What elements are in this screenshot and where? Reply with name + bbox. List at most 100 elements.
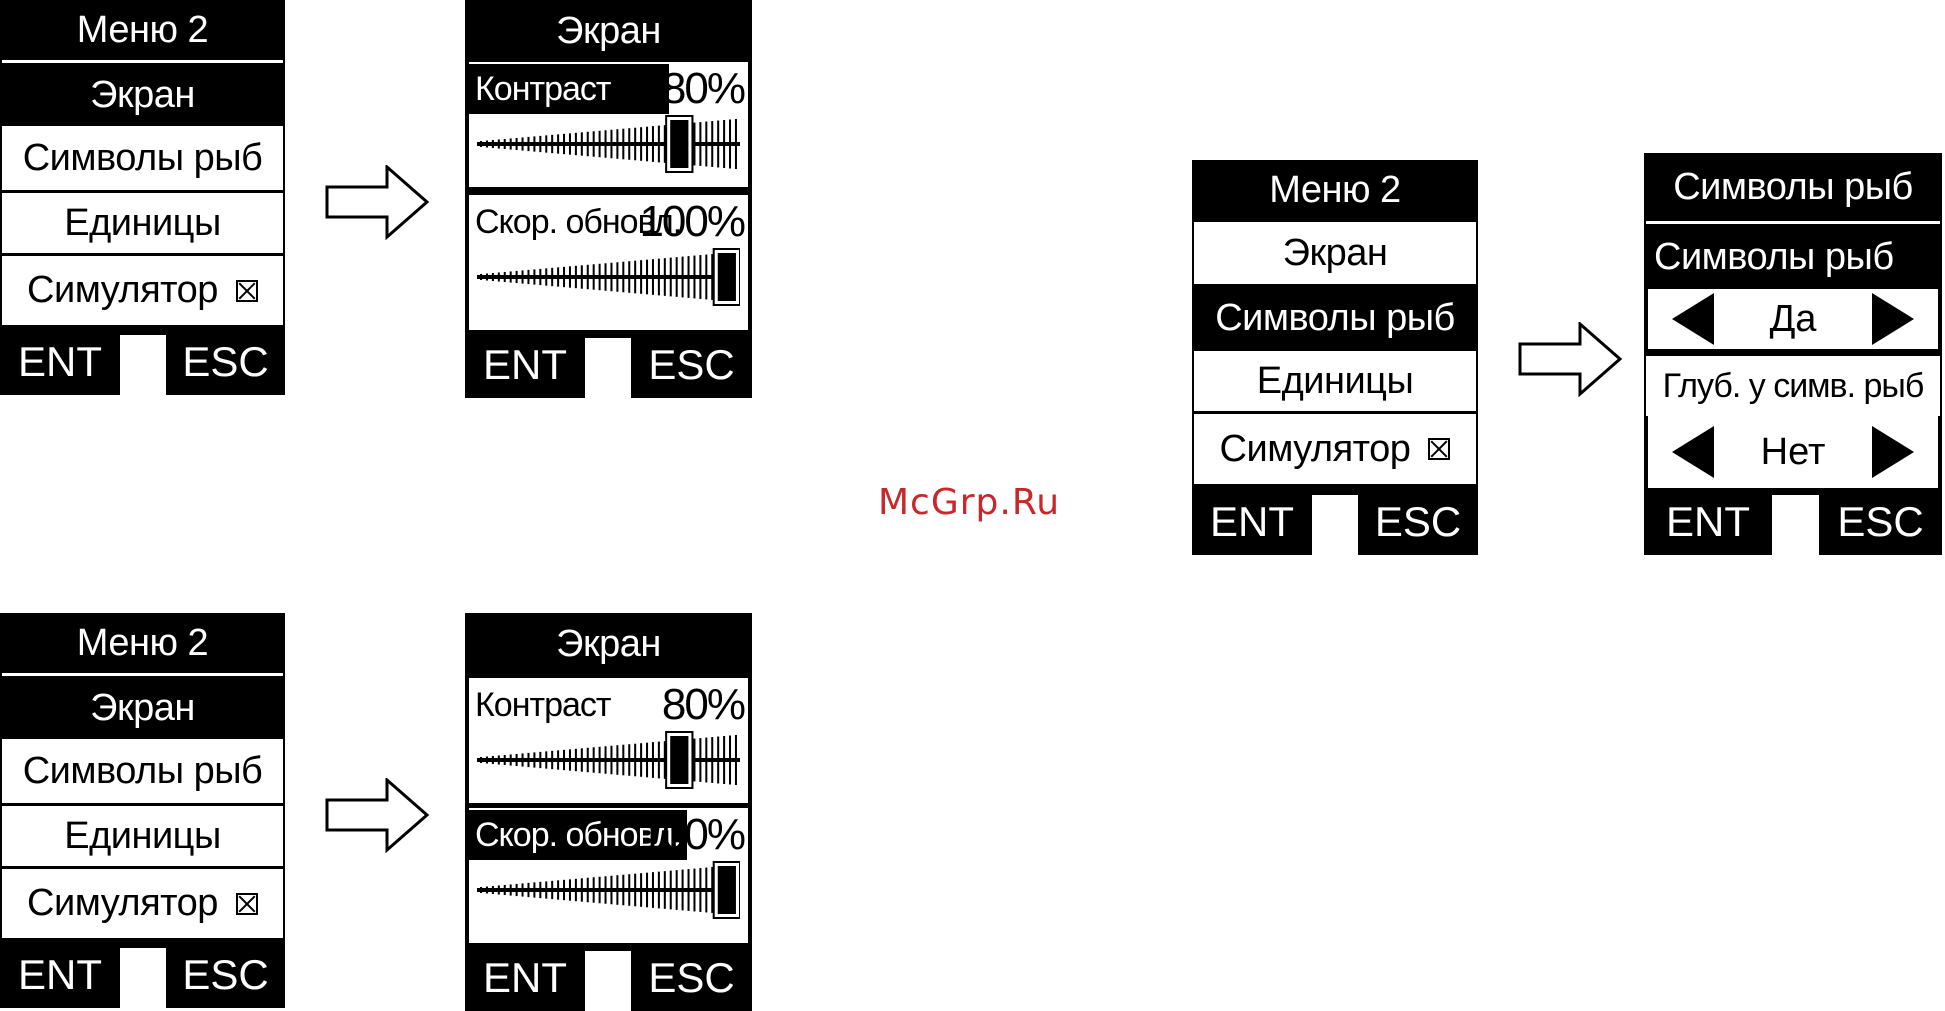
slider-tick <box>485 756 488 764</box>
slider-tick <box>580 878 583 902</box>
arrow-left-icon[interactable] <box>1672 426 1714 478</box>
menu-title: Меню 2 <box>2 0 283 60</box>
slider-tick <box>616 262 619 292</box>
slider-tick <box>604 263 607 291</box>
slider-line <box>477 758 740 762</box>
enter-softkey[interactable]: ENT <box>1644 489 1772 555</box>
slider-tick <box>551 267 554 287</box>
enter-softkey[interactable]: ENT <box>1192 489 1312 555</box>
slider-tick <box>699 738 702 782</box>
menu-item-units[interactable]: Единицы <box>2 806 283 866</box>
slider-tick <box>580 748 583 772</box>
menu-item-fish-symbols[interactable]: Символы рыб <box>1194 286 1476 350</box>
escape-softkey[interactable]: ESC <box>631 332 752 398</box>
slider-tick <box>533 136 536 152</box>
menu-item-screen[interactable]: Экран <box>2 677 283 739</box>
slider-tick <box>557 750 560 770</box>
menu-item-simulator[interactable]: Симулятор <box>2 869 283 938</box>
depth-by-fish-value: Нет <box>1760 430 1826 473</box>
escape-softkey[interactable]: ESC <box>1358 489 1478 555</box>
slider-tick <box>485 273 488 281</box>
slider-tick <box>592 877 595 903</box>
slider-tick <box>521 137 524 151</box>
title-divider <box>2 60 283 63</box>
slider-tick <box>610 129 613 159</box>
slider-tick <box>699 255 702 299</box>
enter-softkey[interactable]: ENT <box>0 942 120 1008</box>
arrow-left-icon[interactable] <box>1672 293 1714 345</box>
enter-softkey[interactable]: ENT <box>465 332 585 398</box>
slider-tick <box>693 122 696 166</box>
slider-track-icon <box>477 115 740 173</box>
slider-handle-core <box>717 866 736 914</box>
slider-tick <box>687 256 690 298</box>
screen-title: Экран <box>467 613 750 675</box>
menu-item-screen[interactable]: Экран <box>2 64 283 126</box>
slider-tick <box>592 264 595 290</box>
arrow-right-icon[interactable] <box>1872 426 1914 478</box>
softkey-bar: ENT ESC <box>1644 489 1942 555</box>
checkbox-checked-icon[interactable] <box>235 892 258 915</box>
arrow-right-icon[interactable] <box>1872 293 1914 345</box>
slider-tick <box>515 270 518 284</box>
slider-line <box>477 888 740 892</box>
contrast-value: 80% <box>661 64 746 113</box>
flow-arrow-icon <box>325 778 430 853</box>
slider-tick <box>634 127 637 161</box>
title-divider <box>1646 221 1940 224</box>
slider-tick <box>527 752 530 768</box>
slider-tick <box>598 263 601 291</box>
contrast-slider[interactable] <box>477 730 740 790</box>
slider-tick <box>628 874 631 906</box>
slider-tick <box>539 268 542 286</box>
fish-symbols-choice[interactable]: Да <box>1648 289 1938 349</box>
contrast-value: 80% <box>661 680 746 729</box>
slider-tick <box>675 257 678 297</box>
slider-tick <box>711 737 714 783</box>
slider-tick <box>545 268 548 286</box>
menu-item-simulator[interactable]: Симулятор <box>1194 414 1476 484</box>
escape-softkey[interactable]: ESC <box>166 942 285 1008</box>
escape-softkey[interactable]: ESC <box>631 945 752 1011</box>
contrast-slider[interactable] <box>477 114 740 174</box>
refresh-panel[interactable]: Скор. обновл. 100% <box>469 195 748 330</box>
escape-softkey[interactable]: ESC <box>166 329 285 395</box>
slider-tick <box>509 271 512 283</box>
checkbox-checked-icon[interactable] <box>235 279 258 302</box>
menu-item-units[interactable]: Единицы <box>1194 351 1476 411</box>
flow-arrow-icon <box>1518 322 1623 397</box>
slider-tick <box>657 125 660 163</box>
refresh-panel[interactable]: Скор. обновл. 100% <box>469 808 748 943</box>
fish-symbols-option-label: Символы рыб <box>1646 227 1940 287</box>
menu-item-units[interactable]: Единицы <box>2 193 283 253</box>
slider-tick <box>491 885 494 895</box>
enter-softkey[interactable]: ENT <box>465 945 585 1011</box>
menu-item-simulator[interactable]: Симулятор <box>2 256 283 325</box>
refresh-value: 100% <box>639 197 746 246</box>
enter-softkey[interactable]: ENT <box>0 329 120 395</box>
contrast-panel[interactable]: Контраст 80% <box>469 62 748 187</box>
slider-tick <box>533 752 536 768</box>
slider-tick <box>551 880 554 900</box>
menu-item-fish-symbols[interactable]: Символы рыб <box>2 739 283 803</box>
refresh-slider[interactable] <box>477 247 740 307</box>
depth-by-fish-choice[interactable]: Нет <box>1648 416 1938 488</box>
slider-tick <box>586 747 589 773</box>
slider-handle-core <box>670 736 689 784</box>
softkey-gap <box>1772 495 1819 555</box>
slider-tick <box>497 272 500 282</box>
refresh-slider[interactable] <box>477 860 740 920</box>
slider-tick <box>646 259 649 295</box>
menu-title: Меню 2 <box>1194 160 1476 220</box>
menu-item-screen[interactable]: Экран <box>1194 222 1476 284</box>
contrast-label: Контраст <box>475 685 611 724</box>
slider-tick <box>640 743 643 777</box>
contrast-label: Контраст <box>469 64 669 114</box>
slider-tick <box>592 747 595 773</box>
escape-softkey[interactable]: ESC <box>1819 489 1942 555</box>
contrast-panel[interactable]: Контраст 80% <box>469 678 748 803</box>
checkbox-checked-icon[interactable] <box>1428 438 1451 460</box>
menu-item-fish-symbols[interactable]: Символы рыб <box>2 126 283 190</box>
display-settings-screen-d: Экран Контраст 80% Скор. обновл. 100% EN… <box>465 613 752 1011</box>
slider-tick <box>598 130 601 158</box>
